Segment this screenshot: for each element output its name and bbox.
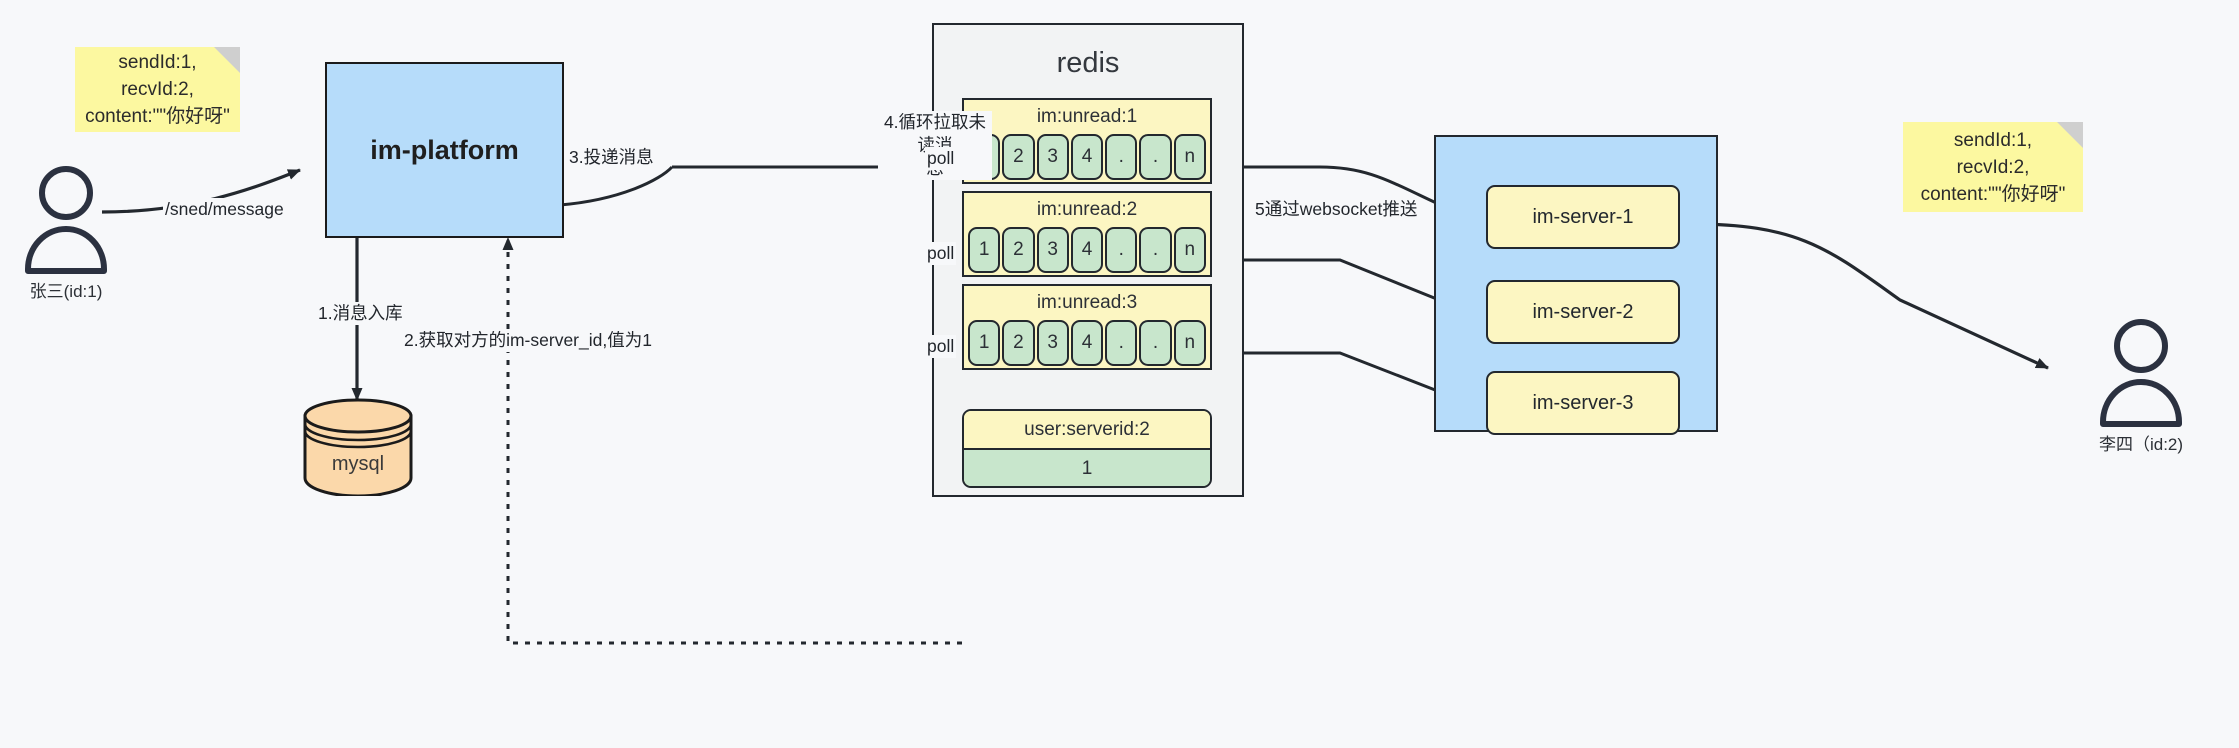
edge-step3-deliver (559, 165, 674, 207)
im-servers-container: im-server-1 im-server-2 im-server-3 (1434, 135, 1718, 435)
unread-cell: 3 (1036, 134, 1069, 180)
user-icon (25, 166, 107, 274)
unread-cell: . (1105, 227, 1138, 273)
unread-cell: n (1173, 134, 1206, 180)
unread-list-1[interactable]: im:unread:1 1 2 3 4 . . n (962, 98, 1212, 184)
edge-label-step1: 1.消息入库 (316, 302, 405, 325)
edge-label-poll-2: poll (925, 242, 957, 265)
unread-cell: . (1105, 134, 1138, 180)
unread-list-2[interactable]: im:unread:2 1 2 3 4 . . n (962, 191, 1212, 277)
unread-cell: 1 (968, 320, 1001, 366)
unread-cell: 1 (968, 227, 1001, 273)
note-left-text: sendId:1, recvId:2, content:""你好呀" (85, 52, 230, 127)
unread-cell: 3 (1036, 227, 1069, 273)
note-right-text: sendId:1, recvId:2, content:""你好呀" (1920, 129, 2066, 205)
note-right-message: sendId:1, recvId:2, content:""你好呀" (1903, 122, 2083, 212)
im-server-3-label: im-server-3 (1532, 391, 1634, 414)
user-serverid-entry[interactable]: user:serverid:2 1 (962, 409, 1212, 488)
unread-cell: n (1173, 320, 1206, 366)
unread-cell: . (1139, 320, 1172, 366)
im-server-1-node[interactable]: im-server-1 (1486, 185, 1680, 249)
im-server-3-node[interactable]: im-server-3 (1486, 371, 1680, 435)
edge-step5-websocket (1691, 222, 2049, 370)
mysql-label: mysql (331, 452, 385, 475)
database-cylinder-icon (303, 398, 413, 498)
unread-cell: 2 (1002, 227, 1035, 273)
unread-cell: . (1105, 320, 1138, 366)
note-left-message: sendId:1, recvId:2, content:""你好呀" (75, 47, 240, 132)
im-platform-box[interactable]: im-platform (325, 62, 564, 238)
user-serverid-key: user:serverid:2 (964, 411, 1210, 448)
edge-label-send-message: /sned/message (163, 198, 286, 221)
unread-list-2-key: im:unread:2 (1036, 199, 1138, 220)
actor-sender-label: 张三(id:1) (29, 282, 103, 301)
im-platform-label: im-platform (370, 134, 519, 165)
unread-cell: 4 (1070, 227, 1104, 273)
unread-list-3-key: im:unread:3 (1036, 292, 1138, 313)
actor-receiver: 李四（id:2) (2095, 318, 2187, 454)
unread-cell: 4 (1070, 134, 1104, 180)
edge-label-step3: 3.投递消息 (567, 146, 656, 169)
unread-cell: 4 (1070, 320, 1104, 366)
actor-receiver-label: 李四（id:2) (2098, 435, 2184, 454)
edge-label-poll-3: poll (925, 335, 957, 358)
edge-step2-dotted (502, 237, 962, 645)
note-fold-icon (214, 47, 240, 73)
unread-cell: n (1173, 227, 1206, 273)
actor-sender: 张三(id:1) (20, 165, 112, 301)
unread-cell: 2 (1002, 320, 1035, 366)
redis-panel: redis im:unread:1 1 2 3 4 . . n im:unrea… (932, 23, 1244, 497)
unread-cell: 3 (1036, 320, 1069, 366)
edge-label-step5: 5通过websocket推送 (1253, 198, 1420, 221)
edge-label-step2: 2.获取对方的im-server_id,值为1 (402, 329, 654, 352)
mysql-database[interactable]: mysql (302, 398, 414, 498)
user-icon (2100, 319, 2182, 427)
im-server-1-label: im-server-1 (1532, 205, 1634, 228)
user-serverid-value: 1 (964, 448, 1210, 486)
edge-label-poll-1: poll (925, 147, 957, 170)
unread-cell: 2 (1002, 134, 1035, 180)
im-server-2-node[interactable]: im-server-2 (1486, 280, 1680, 344)
unread-cell: . (1139, 227, 1172, 273)
note-fold-icon (2057, 122, 2083, 148)
redis-title: redis (1056, 47, 1120, 79)
unread-list-1-key: im:unread:1 (1036, 106, 1138, 127)
im-server-2-label: im-server-2 (1532, 300, 1634, 323)
unread-list-3[interactable]: im:unread:3 1 2 3 4 . . n (962, 284, 1212, 370)
unread-cell: . (1139, 134, 1172, 180)
